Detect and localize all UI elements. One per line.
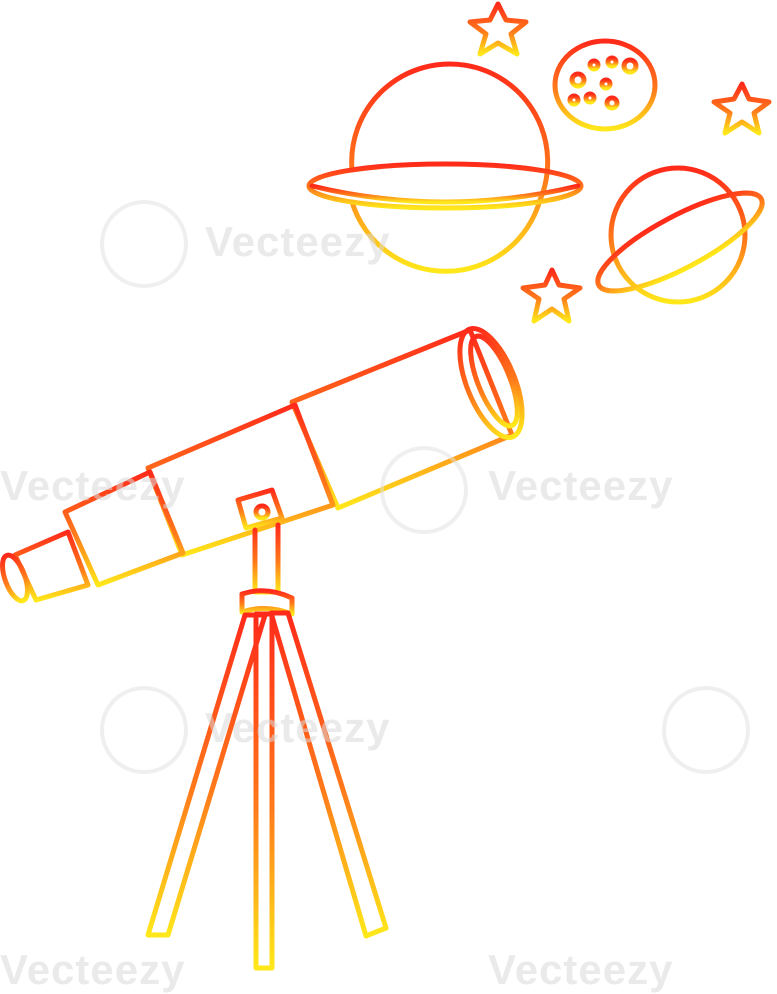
star-icon [520, 267, 583, 324]
ringed-planet-icon [306, 61, 584, 274]
moon-icon [552, 38, 658, 132]
small-ringed-planet-icon [595, 165, 765, 305]
telescope-mount [235, 487, 295, 617]
star-icon [467, 1, 529, 57]
tripod-legs [145, 610, 389, 971]
telescope-tube [0, 325, 525, 604]
star-icon [711, 81, 772, 136]
